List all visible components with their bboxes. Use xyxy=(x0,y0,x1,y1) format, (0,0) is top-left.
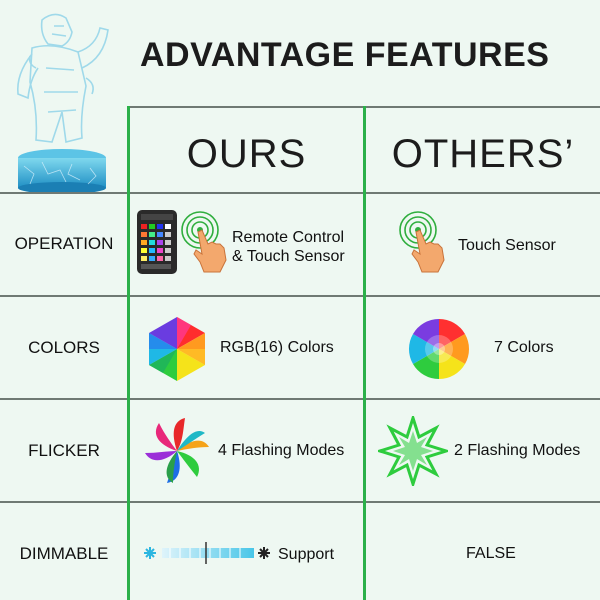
flicker-others-text: 2 Flashing Modes xyxy=(454,442,581,459)
colors-others-text: 7 Colors xyxy=(494,339,554,356)
row-divider xyxy=(0,295,600,297)
column-header-others: OTHERS’ xyxy=(391,132,575,176)
operation-ours-line1: Remote Control xyxy=(232,229,345,246)
row-label-colors: COLORS xyxy=(28,338,100,357)
column-divider xyxy=(127,106,130,600)
operation-others-text: Touch Sensor xyxy=(458,237,556,254)
rgb-hexagon-icon xyxy=(149,317,205,381)
row-label-dimmable: DIMMABLE xyxy=(19,544,109,563)
dimmable-others-text: FALSE xyxy=(466,545,516,562)
row-divider xyxy=(0,501,600,503)
green-star-icon xyxy=(378,416,448,486)
brightness-slider-icon xyxy=(144,542,270,564)
row-label-flicker: FLICKER xyxy=(28,441,100,460)
remote-control-icon xyxy=(137,210,177,274)
row-divider xyxy=(0,398,600,400)
3d-lamp-illustration xyxy=(16,13,109,194)
flicker-ours-text: 4 Flashing Modes xyxy=(218,442,345,459)
dimmable-ours-text: Support xyxy=(278,546,335,563)
column-header-ours: OURS xyxy=(186,132,307,176)
page-title: ADVANTAGE FEATURES xyxy=(140,36,550,74)
operation-ours-line2: & Touch Sensor xyxy=(232,248,345,265)
touch-hand-icon xyxy=(181,211,227,273)
color-wheel-icon xyxy=(408,319,470,379)
row-divider xyxy=(0,192,600,194)
colors-ours-text: RGB(16) Colors xyxy=(220,339,334,356)
row-label-operation: OPERATION xyxy=(14,234,114,253)
touch-hand-icon xyxy=(399,211,445,273)
pinwheel-flash-icon xyxy=(145,418,209,483)
column-divider xyxy=(363,106,366,600)
